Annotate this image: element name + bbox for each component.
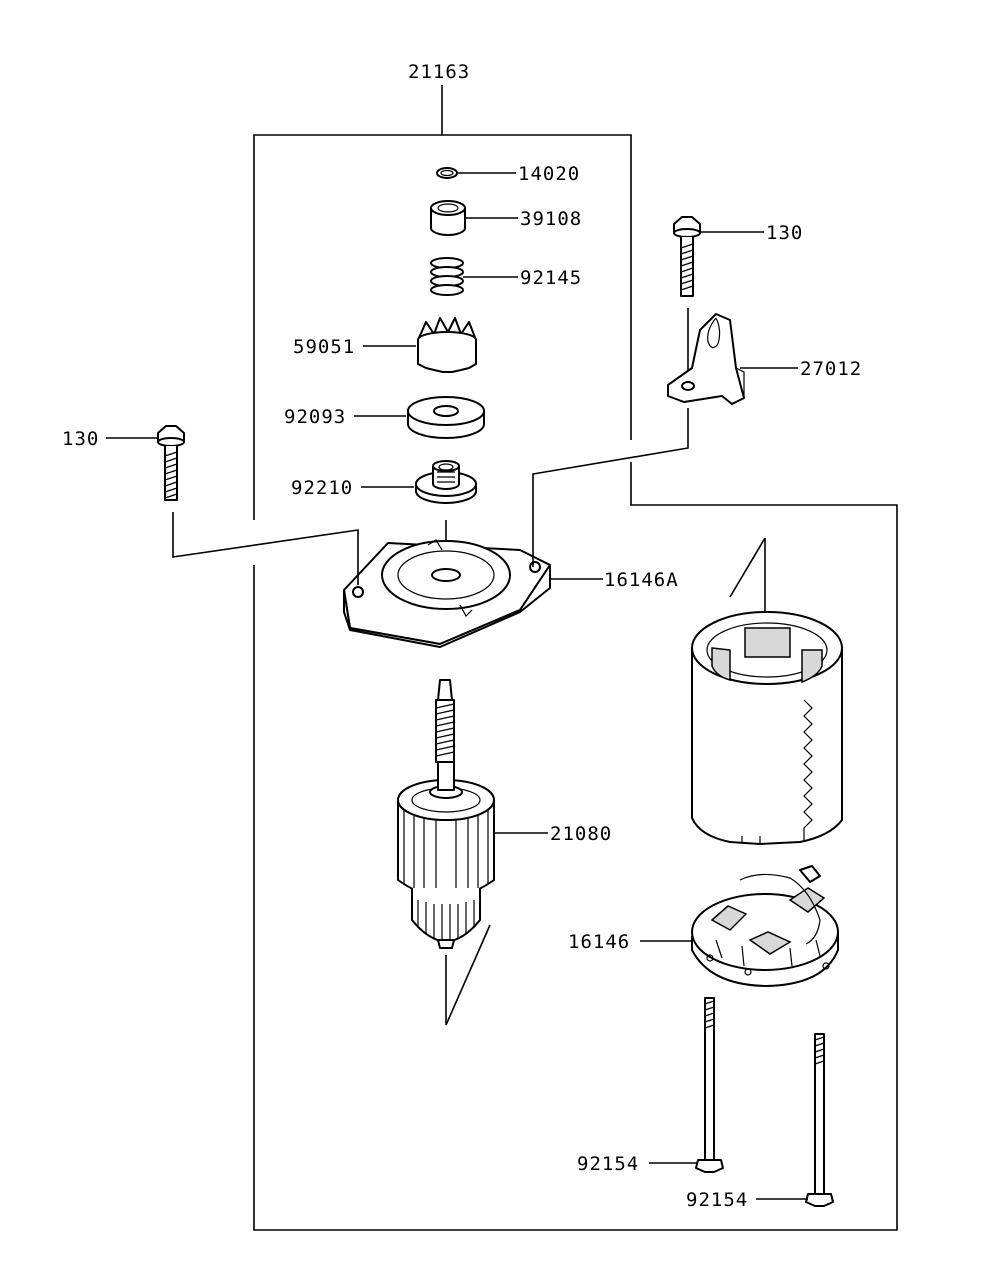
part-label-92154-left: 92154: [577, 1153, 639, 1175]
spring-icon: [430, 257, 464, 296]
part-label-92093: 92093: [284, 406, 346, 428]
part-label-92210: 92210: [291, 477, 353, 499]
part-label-16146: 16146: [568, 931, 630, 953]
bracket-icon: [667, 313, 745, 405]
bolt-icon: [157, 425, 185, 501]
bolt-icon: [673, 216, 701, 297]
part-label-16146A: 16146A: [604, 569, 679, 591]
brush-holder-icon: [691, 865, 839, 987]
end-cover-icon: [343, 539, 551, 648]
nut-icon: [415, 460, 477, 504]
part-label-27012: 27012: [800, 358, 862, 380]
part-label-92154-right: 92154: [686, 1189, 748, 1211]
yoke-housing-icon: [691, 611, 843, 845]
pinion-gear-icon: [417, 317, 477, 373]
armature-icon: [397, 679, 495, 949]
assembly-label: 21163: [408, 61, 470, 83]
part-label-59051: 59051: [293, 336, 355, 358]
collar-icon: [430, 200, 466, 236]
part-label-130-right: 130: [766, 222, 803, 244]
part-label-14020: 14020: [518, 163, 580, 185]
part-label-39108: 39108: [520, 208, 582, 230]
part-label-21080: 21080: [550, 823, 612, 845]
o-ring-icon: [436, 167, 458, 179]
long-bolt-icon: [695, 997, 724, 1173]
part-label-130-left: 130: [62, 428, 99, 450]
washer-icon: [407, 396, 485, 439]
long-bolt-icon: [805, 1033, 834, 1207]
part-label-92145: 92145: [520, 267, 582, 289]
assembly-frame: [253, 85, 898, 1231]
